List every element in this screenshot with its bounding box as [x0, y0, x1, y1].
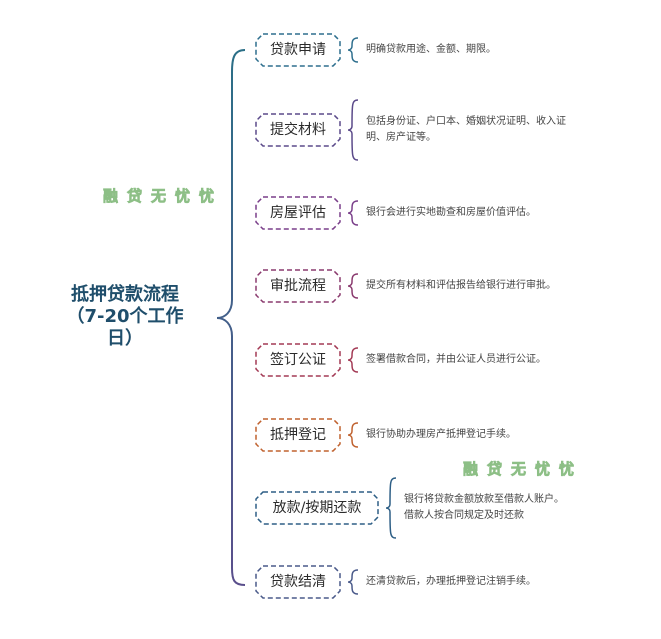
- step-description-line: 明、房产证等。: [366, 132, 436, 143]
- step-description-line: 银行协助办理房产抵押登记手续。: [366, 429, 516, 440]
- step-description-line: 提交所有材料和评估报告给银行进行审批。: [366, 280, 556, 291]
- step-label[interactable]: 提交材料: [270, 122, 326, 138]
- step-node-box[interactable]: [255, 565, 341, 599]
- step-description-line: 明确贷款用途、金额、期限。: [366, 44, 496, 55]
- step-bracket: [347, 347, 359, 373]
- step-description: 还清贷款后，办理抵押登记注销手续。: [366, 574, 536, 590]
- step-label[interactable]: 房屋评估: [270, 205, 326, 221]
- step-description-line: 还清贷款后，办理抵押登记注销手续。: [366, 576, 536, 587]
- step-bracket: [347, 569, 359, 595]
- step-node-box[interactable]: [255, 343, 341, 377]
- step-node-box[interactable]: [255, 33, 341, 67]
- step-bracket: [347, 99, 359, 161]
- step-description: 提交所有材料和评估报告给银行进行审批。: [366, 278, 556, 294]
- step-bracket: [347, 422, 359, 448]
- step-description: 明确贷款用途、金额、期限。: [366, 42, 496, 58]
- step-description-line: 借款人按合同规定及时还款: [404, 510, 524, 521]
- step-label[interactable]: 抵押登记: [270, 427, 326, 443]
- step-node-box[interactable]: [255, 113, 341, 147]
- watermark-text: 融贷无忧忧: [463, 460, 584, 479]
- step-label[interactable]: 贷款申请: [270, 42, 326, 58]
- step-description: 银行将贷款金额放款至借款人账户。借款人按合同规定及时还款: [404, 492, 564, 524]
- step-description-line: 包括身份证、户口本、婚姻状况证明、收入证: [366, 116, 566, 127]
- step-node-box[interactable]: [255, 196, 341, 230]
- step-label[interactable]: 审批流程: [270, 278, 326, 294]
- step-description: 银行会进行实地勘查和房屋价值评估。: [366, 205, 536, 221]
- root-title: 抵押贷款流程 （7-20个工作 日）: [66, 284, 184, 349]
- step-bracket: [385, 477, 397, 539]
- step-node-box[interactable]: [255, 418, 341, 452]
- step-bracket: [347, 37, 359, 63]
- main-bracket: [216, 49, 246, 586]
- step-description-line: 签署借款合同，并由公证人员进行公证。: [366, 354, 546, 365]
- step-label[interactable]: 贷款结清: [270, 574, 326, 590]
- step-node-box[interactable]: [255, 269, 341, 303]
- step-description-line: 银行将贷款金额放款至借款人账户。: [404, 494, 564, 505]
- step-description-line: 银行会进行实地勘查和房屋价值评估。: [366, 207, 536, 218]
- step-bracket: [347, 273, 359, 299]
- step-description: 包括身份证、户口本、婚姻状况证明、收入证明、房产证等。: [366, 114, 566, 146]
- step-node-box[interactable]: [255, 491, 379, 525]
- step-label[interactable]: 放款/按期还款: [272, 500, 362, 516]
- step-label[interactable]: 签订公证: [270, 352, 326, 368]
- step-description: 签署借款合同，并由公证人员进行公证。: [366, 352, 546, 368]
- watermark-text: 融贷无忧忧: [103, 187, 224, 206]
- step-bracket: [347, 200, 359, 226]
- step-description: 银行协助办理房产抵押登记手续。: [366, 427, 516, 443]
